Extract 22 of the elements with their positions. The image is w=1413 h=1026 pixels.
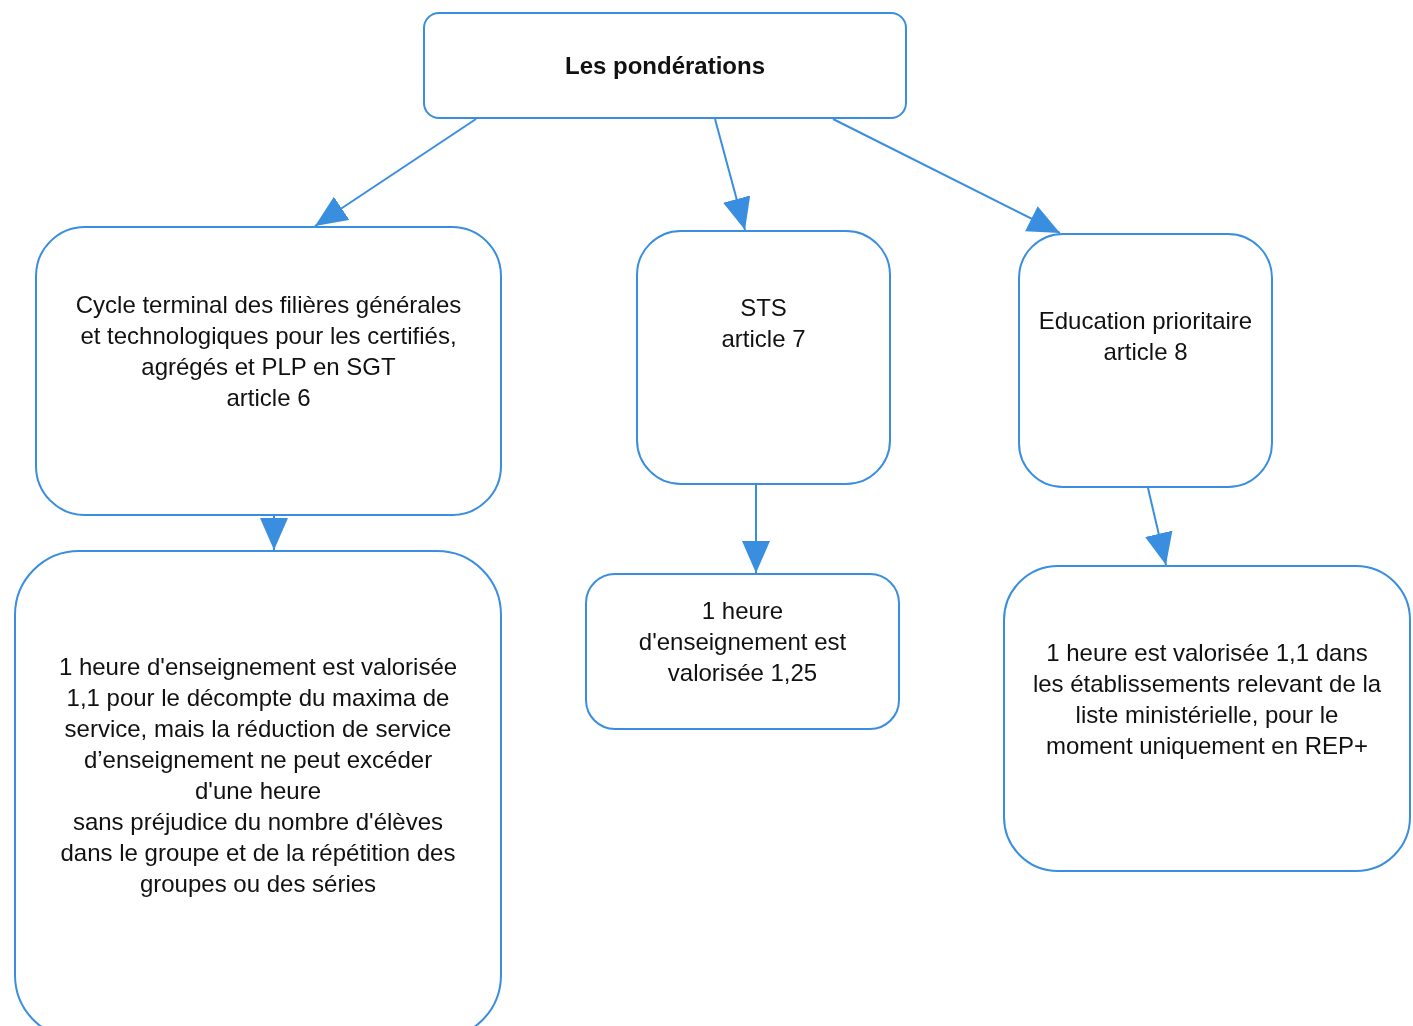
box-text: sans préjudice du nombre d'élèves dans le groupe et de la répétition des groupes ou des séries: [59, 807, 457, 899]
arrow: [314, 118, 477, 227]
arrow: [260, 515, 288, 551]
arrow: [832, 118, 1061, 234]
rounded-box: [585, 573, 900, 730]
rounded-box: [35, 226, 502, 516]
box-text: 1 heure est valorisée 1,1 dans les établissements relevant de la liste ministérielle, pour le moment uniquement en REP+: [1031, 637, 1383, 761]
arrow: [742, 484, 770, 574]
box-text: STS: [740, 292, 787, 323]
box-text: Les pondérations: [565, 51, 765, 81]
arrow: [714, 118, 751, 231]
box-text: article 7: [721, 323, 806, 354]
box-text: 1 heure d'enseignement est valorisée 1,25: [637, 596, 848, 688]
rounded-box: [636, 230, 891, 485]
rounded-box: [1003, 565, 1411, 872]
box-text: article 8: [1103, 336, 1188, 367]
box-text: Education prioritaire: [1038, 305, 1253, 336]
rounded-box: [14, 550, 502, 1026]
box-text: article 6: [226, 383, 311, 413]
rounded-box: [423, 12, 907, 119]
arrow: [1145, 487, 1173, 566]
rounded-box: [1018, 233, 1273, 488]
